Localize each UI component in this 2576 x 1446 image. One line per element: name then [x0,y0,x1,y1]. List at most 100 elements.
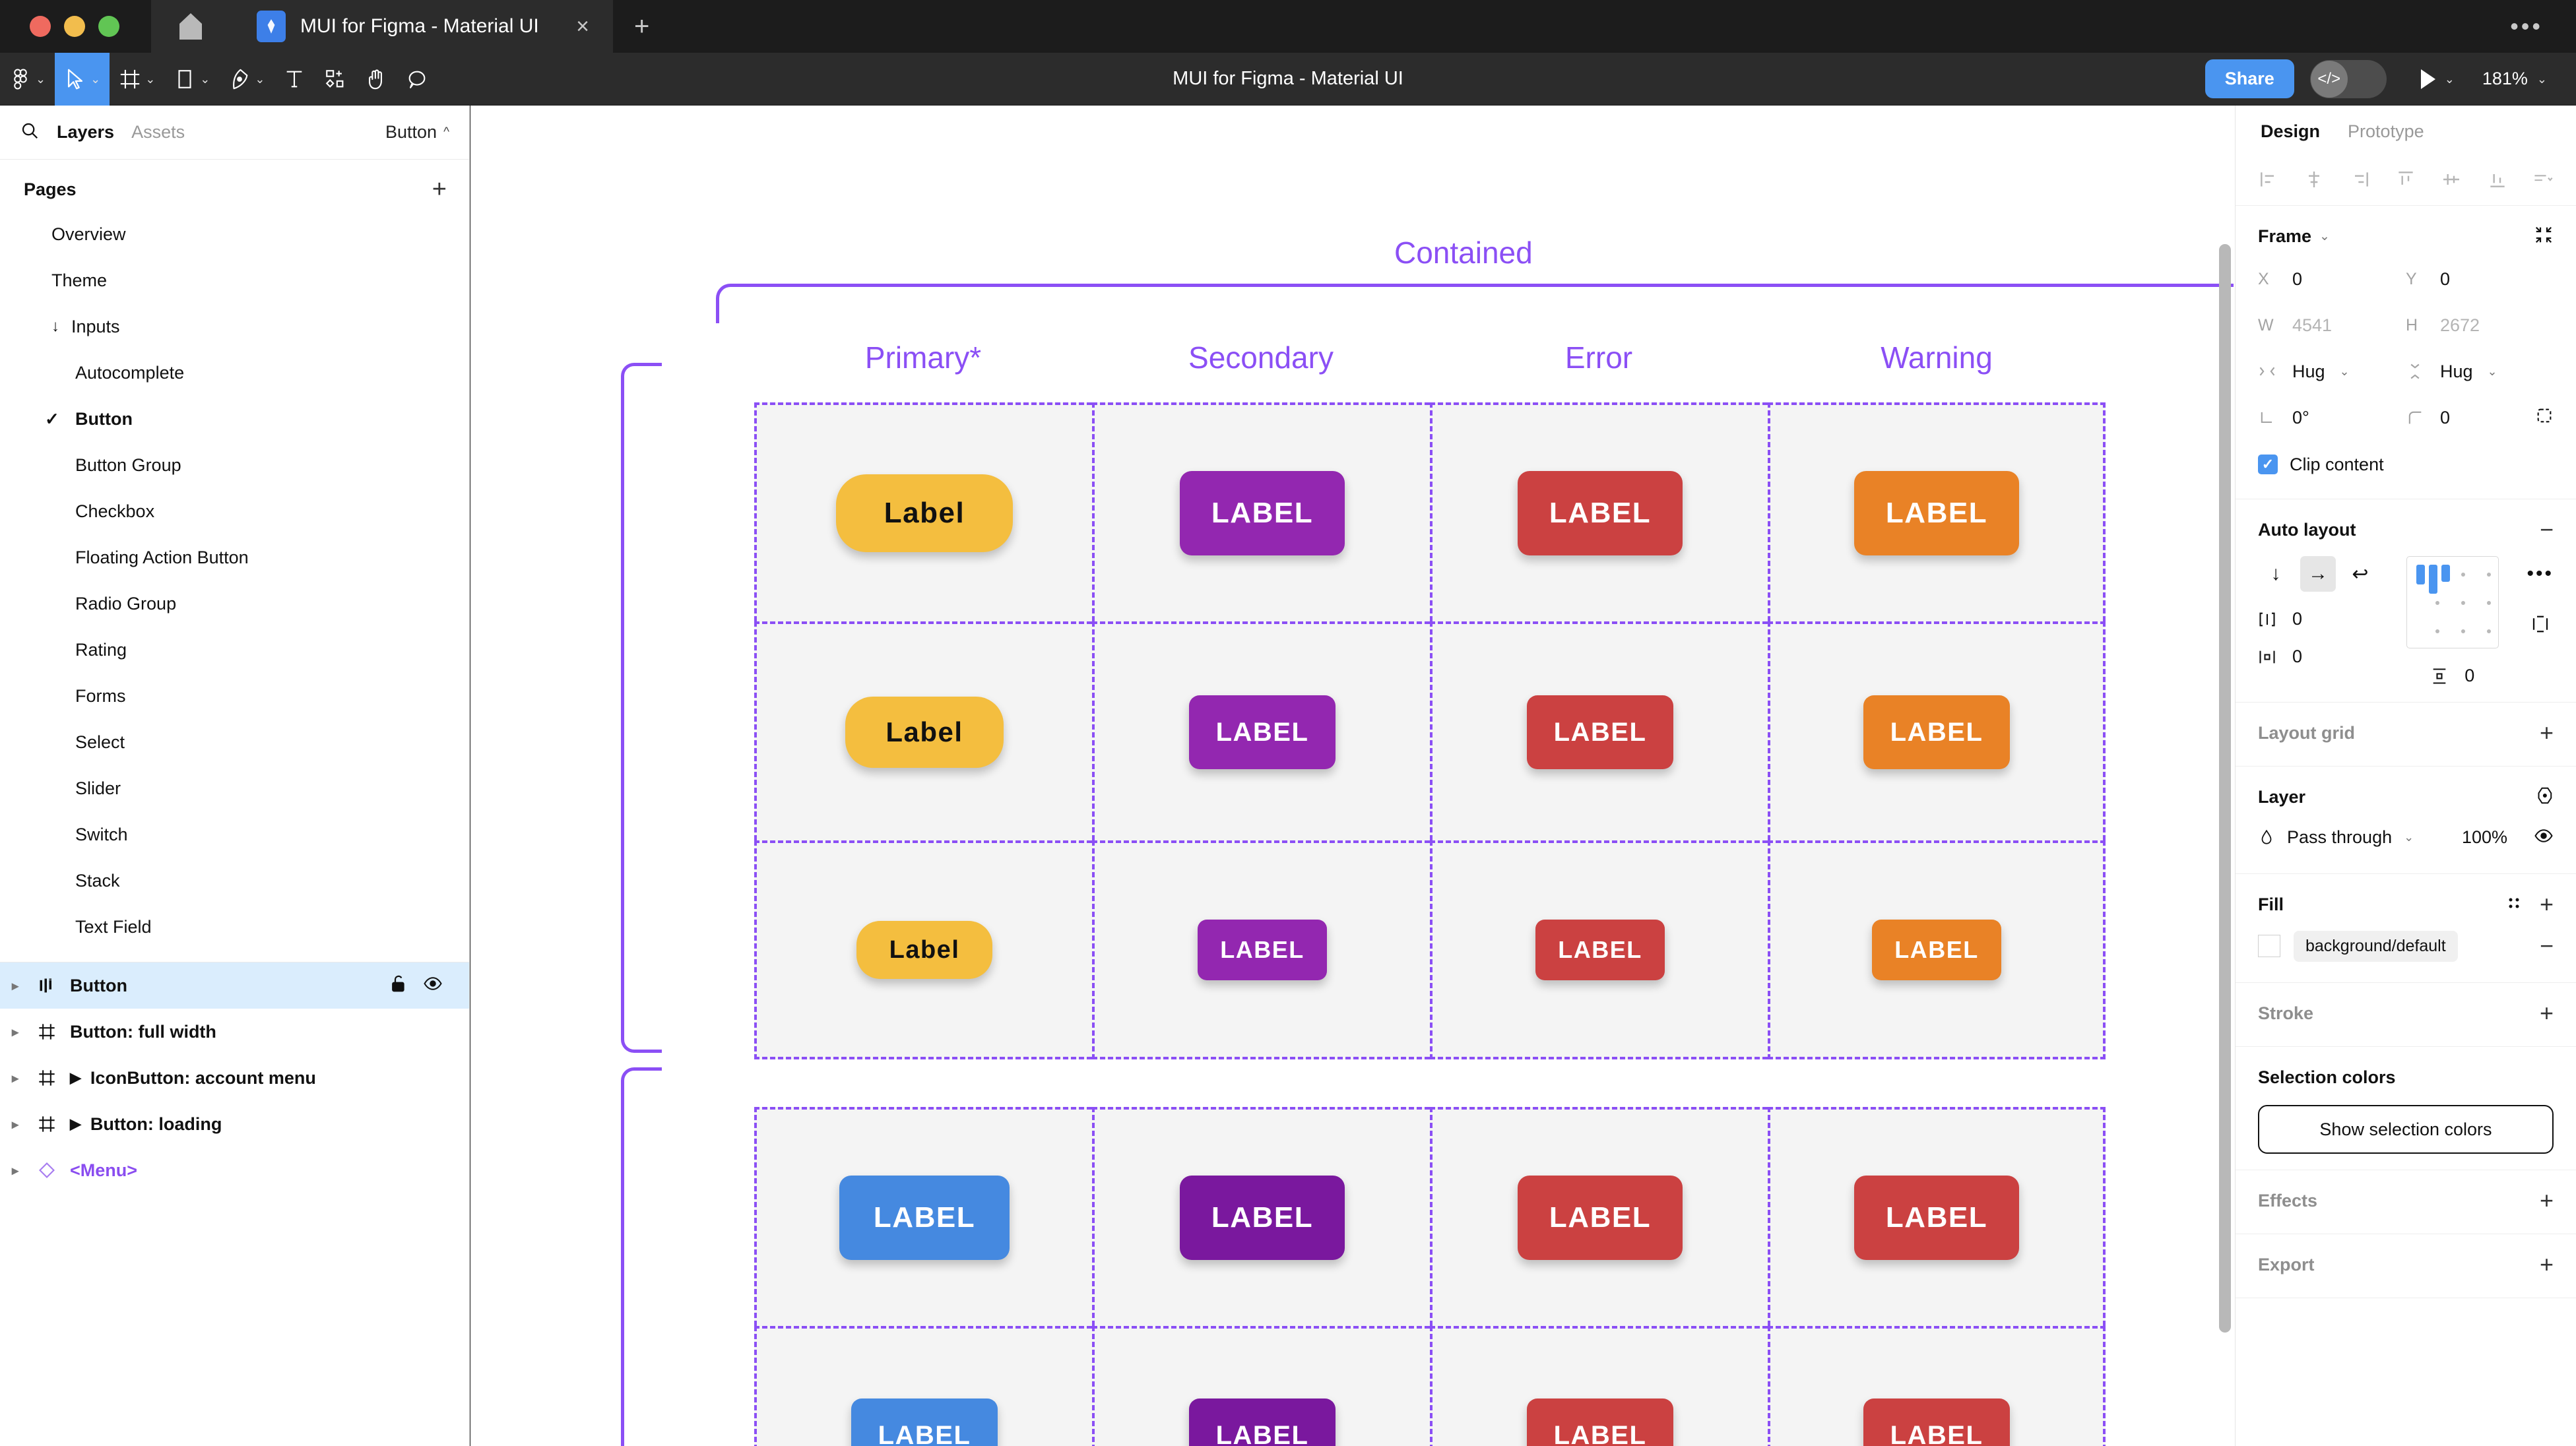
frame-corner-radius[interactable]: 0 [2406,397,2554,438]
hand-tool-icon[interactable] [356,53,397,106]
tab-design[interactable]: Design [2261,121,2321,141]
align-left-icon[interactable] [2258,169,2279,193]
layer-section-triangle-icon[interactable]: ▶ [70,1069,81,1086]
figma-menu-icon[interactable]: ⌄ [0,53,55,106]
add-export-button[interactable]: + [2539,1251,2554,1278]
layer-expand-icon[interactable]: ▸ [11,1071,19,1086]
mui-button[interactable]: LABEL [851,1399,998,1446]
variant-cell[interactable]: LABEL [1092,1326,1430,1446]
pen-tool-icon[interactable]: ⌄ [219,53,274,106]
frame-resize-width[interactable]: Hug ⌄ [2258,351,2406,392]
variant-cell[interactable]: LABEL [1092,621,1430,840]
fill-color-swatch[interactable] [2258,935,2280,957]
variant-cell[interactable]: Label [754,621,1092,840]
direction-vertical-button[interactable]: ↓ [2270,563,2281,584]
variant-cell[interactable]: Label [754,402,1092,621]
comment-tool-icon[interactable] [397,53,437,106]
page-item-overview[interactable]: Overview [0,211,469,257]
share-button[interactable]: Share [2205,59,2294,98]
page-item-forms[interactable]: Forms [0,673,469,719]
variant-cell[interactable]: LABEL [1768,1326,2106,1446]
layer-row[interactable]: ▸Button: full width [0,1009,469,1055]
layer-row[interactable]: ▸▶IconButton: account menu [0,1055,469,1101]
page-item-theme[interactable]: Theme [0,257,469,303]
page-item-button[interactable]: ✓Button [0,396,469,442]
mui-button[interactable]: Label [845,697,1004,768]
variant-cell[interactable]: LABEL [1768,621,2106,840]
auto-layout-alignment-pad[interactable] [2406,556,2499,648]
layer-expand-icon[interactable]: ▸ [11,1117,19,1132]
auto-layout-padding-vertical[interactable]: 0 [2430,666,2474,686]
page-item-slider[interactable]: Slider [0,765,469,811]
align-vertical-center-icon[interactable] [2441,169,2462,193]
variant-cell[interactable]: LABEL [1092,402,1430,621]
canvas-vertical-scrollbar[interactable] [2219,244,2231,1333]
mui-button[interactable]: LABEL [1863,1399,2010,1446]
auto-layout-padding-horizontal[interactable]: 0 [2258,646,2378,667]
mui-button[interactable]: LABEL [1854,1176,2019,1260]
variant-cell[interactable]: LABEL [1768,1107,2106,1326]
layer-expand-icon[interactable]: ▸ [11,978,19,993]
page-item-button-group[interactable]: Button Group [0,442,469,488]
direction-wrap-button[interactable]: ↩ [2352,563,2369,585]
variant-cell[interactable]: LABEL [1430,1326,1768,1446]
layer-row[interactable]: ▸▶Button: loading [0,1101,469,1147]
add-effect-button[interactable]: + [2539,1187,2554,1214]
frame-resize-height[interactable]: Hug ⌄ [2406,351,2554,392]
layer-section-triangle-icon[interactable]: ▶ [70,1116,81,1132]
blend-mode-row[interactable]: Pass through ⌄ 100% [2258,817,2554,858]
add-fill-button[interactable]: + [2539,891,2554,918]
distribute-icon[interactable] [2532,169,2554,193]
variant-cell[interactable]: LABEL [1768,840,2106,1059]
variant-cell[interactable]: LABEL [1768,402,2106,621]
eye-icon[interactable] [2534,826,2554,849]
remove-fill-button[interactable]: − [2539,932,2554,959]
browser-tab[interactable]: MUI for Figma - Material UI × [230,0,613,53]
present-button[interactable]: ⌄ [2420,69,2455,89]
auto-layout-more-button[interactable]: ••• [2527,563,2554,584]
styles-icon[interactable] [2504,893,2524,916]
variant-cell[interactable]: LABEL [1430,1107,1768,1326]
frame-h[interactable]: H 2672 [2406,305,2554,346]
variant-cell[interactable]: LABEL [1430,621,1768,840]
remove-auto-layout-button[interactable]: − [2539,516,2554,543]
page-item-autocomplete[interactable]: Autocomplete [0,350,469,396]
variant-cell[interactable]: LABEL [1092,1107,1430,1326]
page-item-radio-group[interactable]: Radio Group [0,581,469,627]
page-expand-arrow-icon[interactable]: ↓ [51,317,59,335]
variant-cell[interactable]: LABEL [1430,840,1768,1059]
variant-cell[interactable]: LABEL [754,1107,1092,1326]
layer-row[interactable]: ▸Button [0,962,469,1009]
variant-cell[interactable]: LABEL [1430,402,1768,621]
mui-button[interactable]: LABEL [1189,695,1336,769]
close-icon[interactable]: × [576,14,589,39]
dev-mode-toggle[interactable]: </> [2309,59,2387,98]
mui-button[interactable]: Label [836,474,1013,552]
add-layout-grid-button[interactable]: + [2539,719,2554,746]
variant-cell[interactable]: LABEL [754,1326,1092,1446]
resources-tool-icon[interactable] [315,53,356,106]
mui-button[interactable]: LABEL [1527,1399,1673,1446]
frame-tool-icon[interactable]: ⌄ [110,53,164,106]
independent-corners-icon[interactable] [2535,406,2554,429]
page-item-switch[interactable]: Switch [0,811,469,858]
mui-button[interactable]: LABEL [1518,471,1683,555]
mui-button[interactable]: LABEL [1518,1176,1683,1260]
page-item-floating-action-button[interactable]: Floating Action Button [0,534,469,581]
variant-cell[interactable]: Label [754,840,1092,1059]
page-item-select[interactable]: Select [0,719,469,765]
page-scope-selector[interactable]: Button ^ [385,122,449,142]
layer-expand-icon[interactable]: ▸ [11,1163,19,1178]
window-overflow-icon[interactable]: ••• [2510,13,2543,40]
show-selection-colors-button[interactable]: Show selection colors [2258,1105,2554,1154]
mui-button[interactable]: LABEL [1854,471,2019,555]
eye-icon[interactable] [423,974,443,998]
mui-button[interactable]: LABEL [1527,695,1673,769]
tab-assets[interactable]: Assets [131,122,185,142]
chevron-down-icon[interactable]: ⌄ [2444,72,2455,86]
unlock-icon[interactable] [389,974,408,998]
mui-button[interactable]: LABEL [1863,695,2010,769]
chevron-down-icon[interactable]: ⌄ [2319,229,2330,243]
frame-rotation[interactable]: 0° [2258,397,2406,438]
zoom-control[interactable]: 181% ⌄ [2482,69,2547,89]
